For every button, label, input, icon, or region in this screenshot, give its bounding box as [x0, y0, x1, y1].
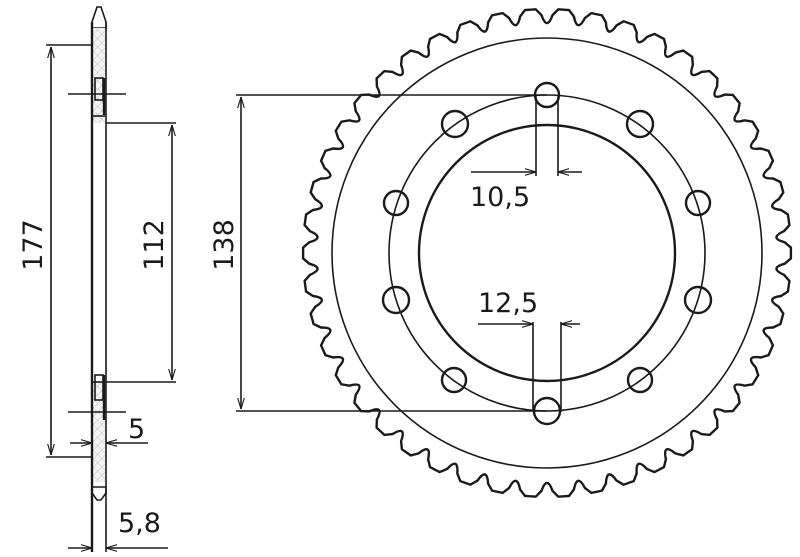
- sprocket-front-view: [301, 8, 793, 498]
- root-ring: [331, 37, 763, 469]
- dim-label-12-5: 12,5: [478, 288, 538, 319]
- bolt-hole: [382, 189, 410, 217]
- profile-tip-top: [91, 6, 107, 29]
- dim-5-8: 5,8: [68, 508, 168, 548]
- dim-label-177: 177: [18, 219, 49, 271]
- bolt-hole: [381, 285, 411, 315]
- dim-5: 5: [70, 414, 148, 445]
- dim-10-5: 10,5: [470, 95, 582, 213]
- bolt-hole: [684, 189, 712, 217]
- dim-label-5: 5: [128, 414, 145, 445]
- bolt-hole: [440, 109, 470, 139]
- bolt-circle: [388, 94, 706, 412]
- dim-label-138: 138: [209, 219, 240, 271]
- side-profile: [90, 6, 107, 552]
- dim-label-112: 112: [139, 219, 170, 271]
- bolt-hole: [440, 366, 468, 394]
- bolt-hole: [683, 285, 713, 315]
- dim-138: 138: [209, 94, 547, 412]
- bolt-hole: [625, 109, 655, 139]
- profile-hatched-bottom: [93, 382, 105, 482]
- profile-tip-bottom: [91, 486, 107, 501]
- sprocket-teeth-outline: [301, 8, 793, 498]
- bolt-hole: [626, 366, 654, 394]
- dim-177: 177: [18, 44, 92, 458]
- dim-label-10-5: 10,5: [470, 182, 530, 213]
- dim-label-5-8: 5,8: [118, 508, 161, 539]
- dim-12-5: 12,5: [478, 288, 580, 412]
- dim-112: 112: [106, 122, 176, 383]
- center-bore: [417, 123, 677, 383]
